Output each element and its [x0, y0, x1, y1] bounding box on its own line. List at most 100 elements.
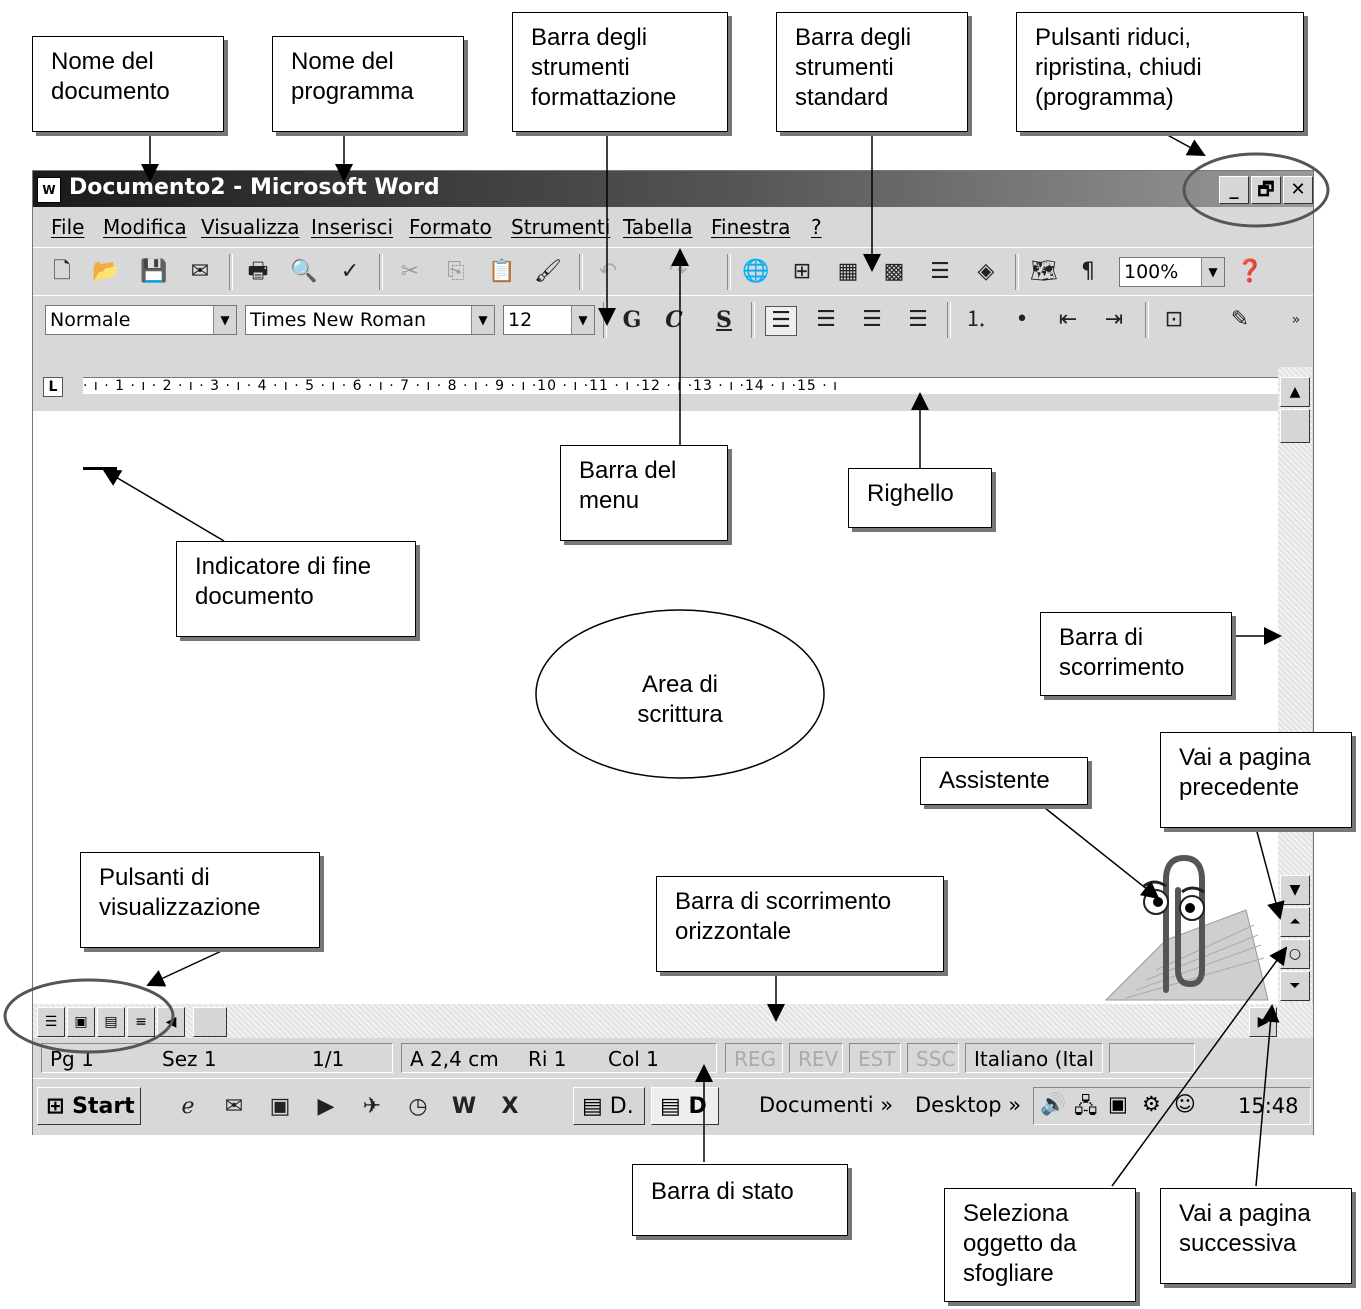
show-desktop-icon[interactable]: ▣	[269, 1094, 291, 1119]
browse-object-icon[interactable]: ○	[1280, 939, 1310, 969]
open-folder-icon[interactable]: 📂	[92, 259, 120, 284]
status-language[interactable]: Italiano (Ital	[965, 1043, 1103, 1073]
increase-indent-icon[interactable]: ⇥	[1104, 307, 1124, 332]
underline-button[interactable]: S	[716, 307, 732, 333]
print-layout-view-icon[interactable]: ▤	[97, 1007, 125, 1037]
font-select[interactable]: Times New Roman ▼	[245, 305, 495, 335]
more-buttons-icon[interactable]: »	[1291, 312, 1301, 328]
menu-inserisci[interactable]: Inserisci	[311, 215, 394, 239]
network-icon[interactable]: 🖧	[1074, 1094, 1098, 1118]
italic-button[interactable]: C	[665, 307, 683, 333]
send-mail-icon[interactable]: ✉	[190, 259, 210, 284]
assistant-tray-icon[interactable]: ☺	[1174, 1092, 1196, 1116]
redo-icon[interactable]: ↷	[668, 259, 688, 284]
antivirus-icon[interactable]: ⚙	[1142, 1092, 1161, 1116]
task-button-doc1[interactable]: ▤ D.	[573, 1087, 645, 1125]
style-select[interactable]: Normale ▼	[45, 305, 237, 335]
task-button-doc2[interactable]: ▤ D	[651, 1087, 719, 1125]
paste-icon[interactable]: 📋	[488, 259, 516, 284]
status-rev[interactable]: REV	[789, 1043, 843, 1073]
outline-view-icon[interactable]: ≡	[127, 1007, 155, 1037]
outlook-icon[interactable]: ✉	[224, 1094, 244, 1119]
scroll-thumb[interactable]	[1280, 409, 1310, 443]
menu-modifica[interactable]: Modifica	[103, 215, 187, 239]
chevron-down-icon[interactable]: ▼	[471, 306, 494, 334]
hyperlink-icon[interactable]: 🌐	[742, 259, 770, 284]
columns-icon[interactable]: ☰	[930, 259, 950, 284]
start-label: Start	[72, 1094, 135, 1119]
status-ext[interactable]: EST	[849, 1043, 901, 1073]
web-layout-view-icon[interactable]: ▣	[67, 1007, 95, 1037]
help-icon[interactable]: ❓	[1236, 259, 1264, 284]
spelling-icon[interactable]: ✓	[340, 259, 360, 284]
justify-icon[interactable]: ☰	[908, 307, 928, 332]
align-right-icon[interactable]: ☰	[862, 307, 882, 332]
cut-icon[interactable]: ✂	[400, 259, 420, 284]
ruler-scale[interactable]: · ı · 1 · ı · 2 · ı · 3 · ı · 4 · ı · 5 …	[83, 377, 1278, 394]
callout-view-buttons: Pulsanti di visualizzazione	[80, 852, 320, 948]
restore-button[interactable]: 🗗	[1251, 176, 1281, 204]
insert-table-icon[interactable]: ▦	[837, 259, 859, 284]
chevron-down-icon[interactable]: ▼	[213, 306, 236, 334]
scroll-down-icon[interactable]: ▼	[1280, 875, 1310, 905]
status-ovr[interactable]: SSC	[907, 1043, 959, 1073]
bold-button[interactable]: G	[622, 307, 642, 333]
minimize-button[interactable]: _	[1219, 176, 1249, 204]
monitor-icon[interactable]: ▣	[1108, 1092, 1128, 1116]
highlight-icon[interactable]: ✎	[1230, 307, 1250, 332]
scroll-right-icon[interactable]: ▶	[1249, 1007, 1277, 1037]
menu-formato[interactable]: Formato	[409, 215, 492, 239]
chevron-down-icon[interactable]: ▼	[571, 306, 594, 334]
browser-icon[interactable]: ℯ	[181, 1094, 195, 1119]
format-painter-icon[interactable]: 🖌	[534, 259, 562, 284]
menu-tabella[interactable]: Tabella	[623, 215, 693, 239]
close-button[interactable]: ✕	[1283, 176, 1313, 204]
zoom-select[interactable]: 100% ▼	[1119, 257, 1225, 287]
print-preview-icon[interactable]: 🔍	[290, 259, 318, 284]
start-button[interactable]: ⊞ Start	[37, 1087, 141, 1125]
office-assistant[interactable]	[1096, 850, 1276, 1010]
vertical-scrollbar[interactable]: ▲ ▼ ⏶ ○ ⏷	[1278, 367, 1312, 1007]
decrease-indent-icon[interactable]: ⇤	[1058, 307, 1078, 332]
menu-finestra[interactable]: Finestra	[711, 215, 791, 239]
chevron-down-icon[interactable]: ▼	[1201, 258, 1224, 286]
menu-help[interactable]: ?	[811, 215, 822, 239]
excel-app-icon[interactable]: X	[501, 1094, 519, 1119]
hscroll-thumb[interactable]	[193, 1007, 227, 1037]
clock-app-icon[interactable]: ◷	[408, 1094, 428, 1119]
new-document-icon[interactable]: 🗋	[53, 259, 71, 284]
copy-icon[interactable]: ⎘	[447, 259, 465, 284]
menu-file[interactable]: File	[51, 215, 85, 239]
volume-icon[interactable]: 🔊	[1040, 1092, 1067, 1116]
normal-view-icon[interactable]: ☰	[37, 1007, 65, 1037]
callout-scrollbar: Barra di scorrimento	[1040, 612, 1232, 696]
align-left-icon[interactable]: ☰	[765, 306, 797, 336]
drawing-icon[interactable]: ◈	[977, 259, 995, 284]
show-hide-icon[interactable]: ¶	[1081, 259, 1095, 284]
word-app-icon[interactable]: W	[451, 1094, 477, 1119]
align-center-icon[interactable]: ☰	[816, 307, 836, 332]
status-rec[interactable]: REG	[725, 1043, 783, 1073]
menu-strumenti[interactable]: Strumenti	[511, 215, 611, 239]
media-player-icon[interactable]: ▶	[317, 1094, 335, 1119]
print-icon[interactable]: 🖶	[247, 259, 269, 284]
desktop-toolbar[interactable]: Desktop »	[915, 1093, 1022, 1117]
documents-toolbar[interactable]: Documenti »	[759, 1093, 894, 1117]
save-icon[interactable]: 💾	[140, 259, 168, 284]
satellite-icon[interactable]: ✈	[362, 1094, 382, 1119]
scroll-left-icon[interactable]: ◀	[157, 1007, 185, 1037]
numbering-icon[interactable]: ⒈	[964, 307, 987, 332]
font-size-select[interactable]: 12 ▼	[503, 305, 595, 335]
previous-page-icon[interactable]: ⏶	[1280, 907, 1310, 937]
undo-icon[interactable]: ↶	[598, 259, 618, 284]
next-page-icon[interactable]: ⏷	[1280, 971, 1310, 1001]
callout-ruler: Righello	[848, 468, 992, 528]
tab-selector[interactable]: L	[43, 377, 63, 397]
bullets-icon[interactable]: •	[1015, 307, 1029, 332]
scroll-up-icon[interactable]: ▲	[1280, 377, 1310, 407]
menu-visualizza[interactable]: Visualizza	[201, 215, 300, 239]
borders-icon[interactable]: ⊡	[1164, 307, 1184, 332]
document-map-icon[interactable]: 🗺	[1030, 259, 1058, 284]
insert-excel-icon[interactable]: ▩	[883, 259, 905, 284]
tables-borders-icon[interactable]: ⊞	[792, 259, 812, 284]
